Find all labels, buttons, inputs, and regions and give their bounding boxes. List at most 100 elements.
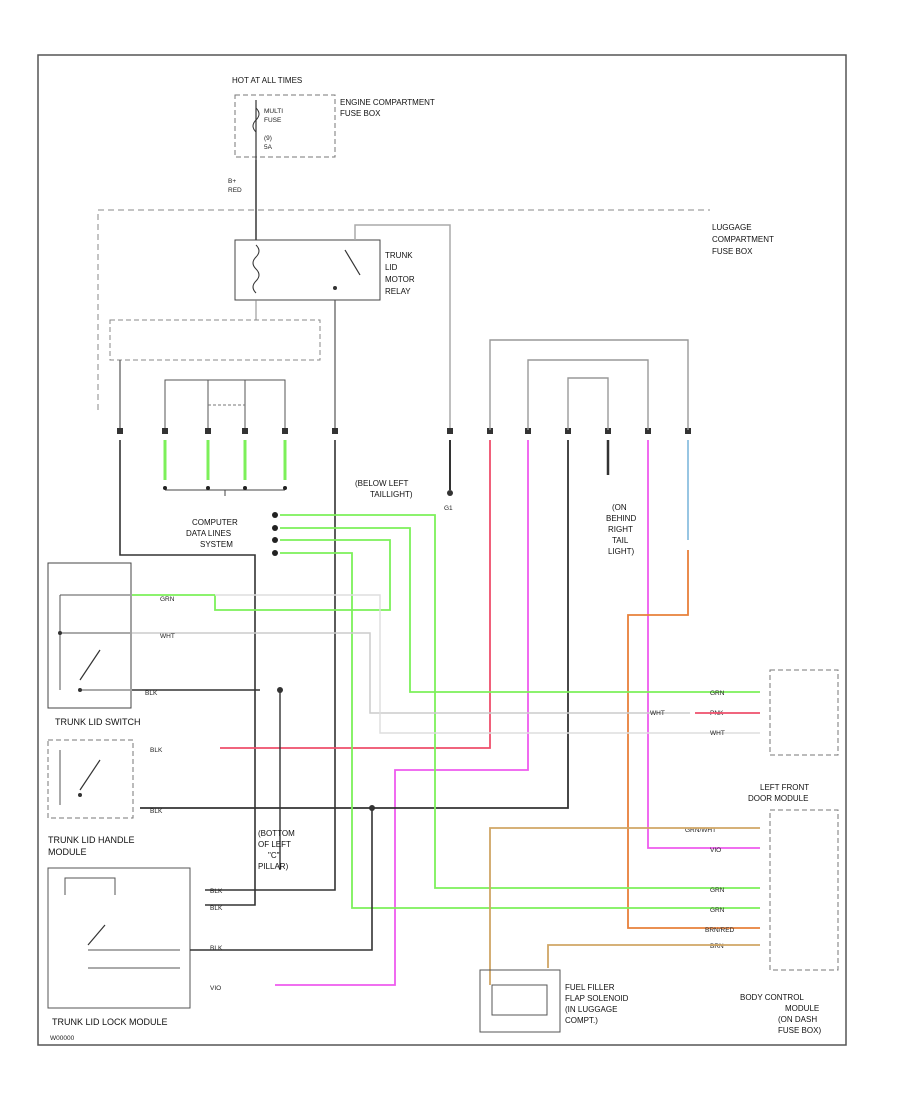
diagram-frame — [37, 54, 847, 1046]
lock-module-label: TRUNK LID LOCK MODULE — [52, 1017, 168, 1027]
wire-gray-switch — [215, 594, 760, 734]
engine-fuse-box-label-1: ENGINE COMPARTMENT — [340, 98, 435, 107]
computer-data-lines-1: COMPUTER — [192, 518, 238, 527]
left-front-door-module — [769, 669, 839, 756]
relay-label-2: LID — [385, 263, 398, 272]
door-wire-wht-label-1: WHT — [650, 710, 665, 717]
handle-wire-blk-label-2: BLK — [150, 808, 163, 815]
bcm-wire-grnwht-label: GRN/WHT — [685, 827, 716, 834]
lock-switch-blade — [87, 924, 106, 946]
wire-vio-lock — [275, 440, 529, 986]
bcm-wire-brn-label: BRN — [710, 943, 724, 950]
trunk-lid-switch — [47, 562, 132, 709]
fuse-label-1: MULTI — [264, 108, 283, 115]
behind-right-tail-1: (ON — [612, 503, 627, 512]
luggage-fuse-box-label-2: COMPARTMENT — [712, 235, 774, 244]
relay-label-1: TRUNK — [385, 251, 413, 260]
ground-label: G1 — [444, 505, 453, 512]
fuel-filler-label-4: COMPT.) — [565, 1016, 598, 1025]
stub-dot-4 — [283, 486, 287, 490]
fuel-filler-label-2: FLAP SOLENOID — [565, 994, 629, 1003]
fuse-label-4: 5A — [264, 144, 273, 151]
switch-contact-1 — [58, 631, 62, 635]
c-pillar-label-3: "C" — [268, 851, 280, 860]
hot-at-all-times-label: HOT AT ALL TIMES — [232, 76, 302, 85]
wire-loop-inner — [567, 377, 609, 430]
wire-blk-switch-label: BLK — [145, 690, 158, 697]
fuel-filler-coil — [491, 984, 548, 1016]
bcm-wire-vio-label: VIO — [710, 847, 721, 854]
wire-blk-lock — [190, 808, 373, 951]
relay-coil — [252, 244, 260, 294]
wire-blk-handle — [140, 440, 569, 809]
relay-label-3: MOTOR — [385, 275, 415, 284]
body-control-module — [769, 809, 839, 971]
luggage-fuse-box-label-3: FUSE BOX — [712, 247, 753, 256]
wire-wht-left — [119, 440, 256, 906]
wire-pnk-bcm — [647, 440, 760, 849]
wire-loop-outer — [489, 339, 689, 430]
luggage-fuse-box-label-1: LUGGAGE — [712, 223, 752, 232]
relay-label-4: RELAY — [385, 287, 411, 296]
below-left-taillight-1: (BELOW LEFT — [355, 479, 408, 488]
door-wire-wht-label-2: WHT — [710, 730, 725, 737]
bcm-wire-grn-label-1: GRN — [710, 887, 725, 894]
wire-grn-data-2 — [280, 527, 760, 693]
relay-switch — [344, 249, 361, 276]
stub-dot-2 — [206, 486, 210, 490]
footer-id: W00000 — [50, 1035, 75, 1042]
bcm-label-3: (ON DASH — [778, 1015, 817, 1024]
trunk-lid-lock-module — [47, 867, 191, 1009]
handle-wire-blk-label-1: BLK — [150, 747, 163, 754]
fuel-filler-label-1: FUEL FILLER — [565, 983, 615, 992]
wire-top-label-2: RED — [228, 187, 242, 194]
wire-brn-fuel — [547, 944, 760, 968]
stub-dot-1 — [163, 486, 167, 490]
wire-grn-data-4 — [280, 552, 760, 909]
fuel-filler-solenoid — [479, 969, 561, 1033]
connector-row — [117, 428, 691, 434]
data-line-dot-1 — [272, 512, 278, 518]
bcm-label-1: BODY CONTROL — [740, 993, 804, 1002]
behind-right-tail-3: RIGHT — [608, 525, 633, 534]
behind-right-tail-5: LIGHT) — [608, 547, 635, 556]
wire-relay-to-gnd — [354, 224, 451, 430]
c-pillar-label-4: PILLAR) — [258, 862, 289, 871]
data-line-dot-2 — [272, 525, 278, 531]
handle-contact — [78, 793, 82, 797]
wire-blk-relay — [205, 440, 336, 891]
data-line-dot-3 — [272, 537, 278, 543]
wire-top-label-1: B+ — [228, 178, 236, 185]
wire-grn-data-3 — [214, 539, 391, 611]
data-line-dot-4 — [272, 550, 278, 556]
engine-fuse-box-label-2: FUSE BOX — [340, 109, 381, 118]
wire-grn-switch-label: GRN — [160, 596, 175, 603]
door-wire-grn-label: GRN — [710, 690, 725, 697]
wire-wht-switch-label: WHT — [160, 633, 175, 640]
fuse-symbol — [252, 107, 260, 133]
fuel-filler-label-3: (IN LUGGAGE — [565, 1005, 617, 1014]
ground-point — [447, 490, 453, 496]
wire-wht-switch — [132, 632, 690, 714]
fuse-label-2: FUSE — [264, 117, 282, 124]
bcm-wire-brnred-label: BRN/RED — [705, 927, 735, 934]
bcm-label-2: MODULE — [785, 1004, 819, 1013]
bcm-label-4: FUSE BOX) — [778, 1026, 821, 1035]
handle-module-label-1: TRUNK LID HANDLE — [48, 835, 135, 845]
wire-red — [220, 440, 491, 749]
lock-internal-1 — [64, 877, 116, 895]
computer-data-lines-2: DATA LINES — [186, 529, 231, 538]
splice-lock — [369, 805, 375, 811]
computer-data-lines-3: SYSTEM — [200, 540, 233, 549]
lock-wire-blk-label-1: BLK — [210, 888, 223, 895]
relay-contact — [333, 286, 337, 290]
lock-wire-blk-label-3: BLK — [210, 945, 223, 952]
below-left-taillight-2: TAILLIGHT) — [370, 490, 413, 499]
door-module-label-2: DOOR MODULE — [748, 794, 808, 803]
switch-contact-2 — [78, 688, 82, 692]
c-pillar-ground — [277, 687, 283, 693]
lock-wire-blk-label-2: BLK — [210, 905, 223, 912]
c-pillar-label-1: (BOTTOM — [258, 829, 295, 838]
fuse-label-3: (9) — [264, 135, 272, 142]
